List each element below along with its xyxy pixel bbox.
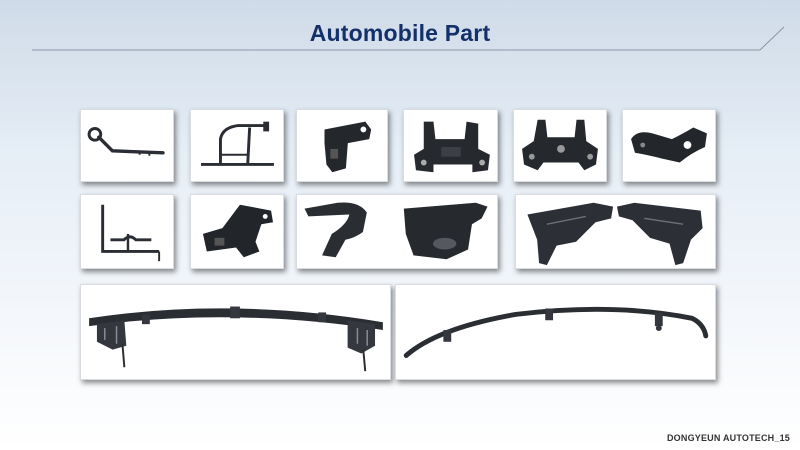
plate-icon [631, 127, 707, 163]
panel-pair-icon [527, 202, 703, 266]
title-underline [32, 26, 785, 51]
image-engine-mount-bracket [403, 109, 498, 182]
rod-icon [101, 204, 161, 262]
image-bent-rod-assembly [80, 194, 174, 269]
bracket-icon [324, 121, 372, 173]
bumper-beam-icon [89, 306, 383, 372]
sheet-part-icon [304, 202, 488, 260]
tube-part-icon [87, 127, 165, 156]
image-crossmember-bracket [513, 109, 607, 182]
image-sheet-metal-parts [296, 194, 498, 269]
tube-frame-icon [201, 121, 274, 166]
image-side-panel-pair [515, 194, 716, 269]
angle-bracket-icon [202, 204, 274, 258]
image-bent-tube-with-ring [80, 109, 174, 182]
image-curved-bumper-rail [395, 284, 716, 380]
image-angled-bracket [190, 194, 284, 269]
image-tube-frame-bracket [190, 109, 284, 182]
crossmember-icon [522, 119, 598, 171]
page-title: Automobile Part [309, 20, 491, 46]
mount-icon [414, 121, 490, 173]
image-stamped-bracket [296, 109, 388, 182]
image-bumper-beam-with-brackets [80, 284, 391, 380]
image-curved-plate-bracket [622, 109, 716, 182]
rail-icon [403, 306, 709, 358]
footer-company-page: DONGYEUN AUTOTECH_15 [666, 433, 790, 443]
